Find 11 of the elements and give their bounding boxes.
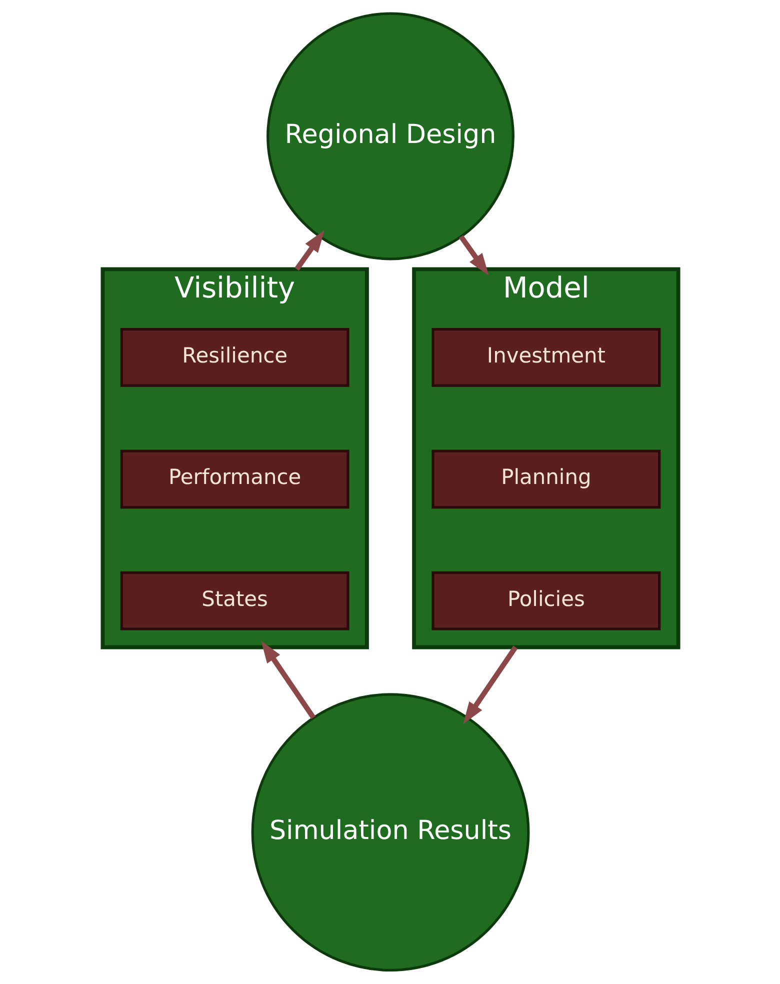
arrow	[462, 646, 518, 724]
node-circle: Simulation Results	[250, 693, 530, 972]
arrow	[294, 230, 324, 271]
node-box: Policies	[431, 571, 660, 630]
node-box: Resilience	[120, 328, 349, 387]
node-box: States	[120, 571, 349, 630]
node-box: Planning	[431, 450, 660, 509]
arrow	[458, 235, 488, 276]
node-box: Investment	[431, 328, 660, 387]
node-box: Performance	[120, 450, 349, 509]
arrow	[260, 640, 316, 720]
